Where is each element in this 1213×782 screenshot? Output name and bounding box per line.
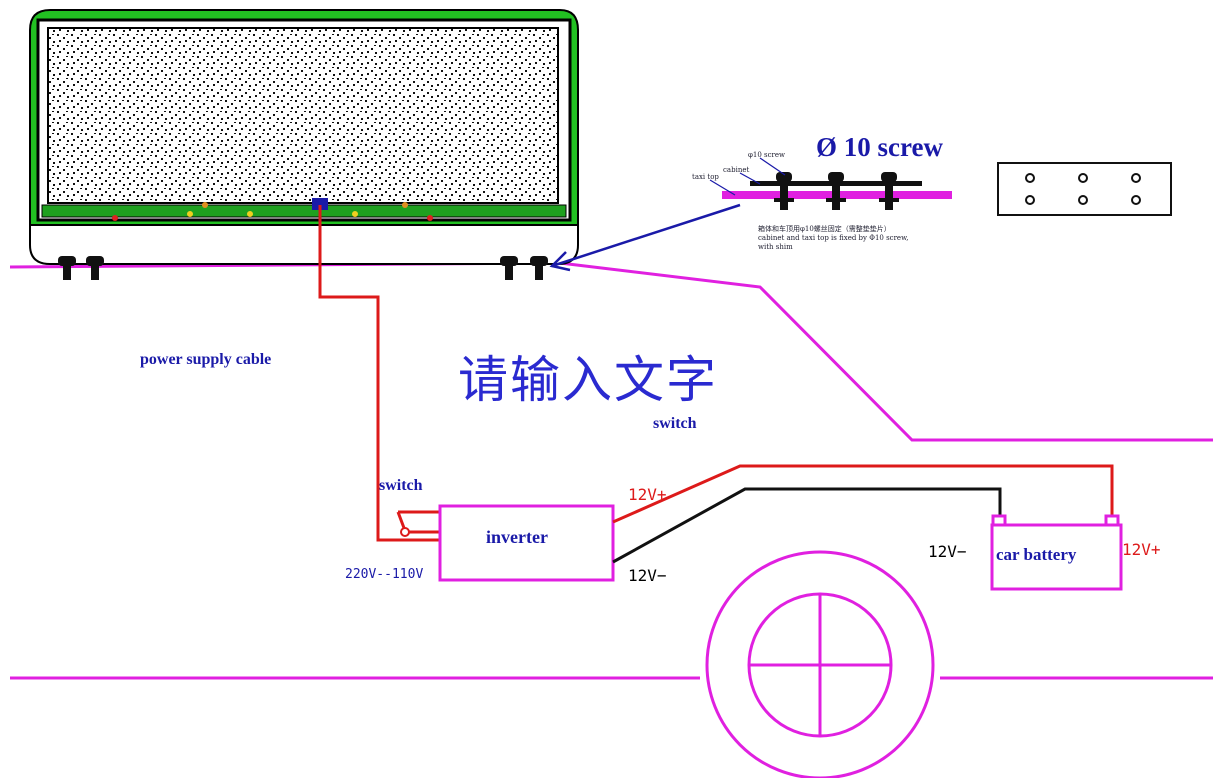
screw-3 [500, 256, 518, 280]
switch-label-upper: switch [653, 415, 697, 432]
switch-label-lower: switch [379, 477, 423, 494]
screw-1 [58, 256, 76, 280]
placeholder-text: 请输入文字 [458, 351, 718, 409]
mount-screws [58, 256, 548, 280]
battery-plus-label: 12V+ [1122, 540, 1161, 559]
detail-note-line-1: 箱体和车顶用φ10螺丝固定（需整垫垫片） [758, 225, 891, 233]
detail-note-line-3: with shim [758, 243, 793, 251]
hole-pattern-plate [997, 162, 1172, 216]
car-outline [9, 261, 1213, 680]
inverter-box [438, 504, 615, 582]
power-supply-cable [318, 205, 440, 542]
wire-12v-minus [612, 487, 1002, 564]
screw-4 [530, 256, 548, 280]
label-12v-plus: 12V+ [628, 485, 667, 504]
wheel [705, 550, 935, 780]
voltage-ac-label: 220V--110V [345, 567, 424, 582]
screw-detail [709, 157, 952, 210]
switch-symbol [396, 510, 440, 537]
inverter-label: inverter [486, 527, 548, 547]
power-supply-cable-label: power supply cable [140, 351, 272, 368]
battery-minus-label: 12V− [928, 542, 967, 561]
label-12v-minus: 12V− [628, 566, 667, 585]
pointer-arrow [549, 203, 741, 272]
car-battery-label: car battery [996, 545, 1077, 564]
wire-12v-plus [612, 464, 1114, 524]
callout-screw: φ10 screw [748, 151, 786, 159]
callout-cabinet: cabinet [723, 166, 750, 174]
screw-title: Ø 10 screw [816, 132, 943, 162]
callout-taxi-top: taxi top [692, 173, 719, 181]
detail-note-line-2: cabinet and taxi top is fixed by Φ10 scr… [758, 234, 909, 242]
windshield-line [559, 261, 1213, 442]
roof-display-cabinet [29, 9, 579, 265]
detail-note: 箱体和车顶用φ10螺丝固定（需整垫垫片） cabinet and taxi to… [758, 225, 908, 252]
car-battery [990, 514, 1123, 591]
screw-2 [86, 256, 104, 280]
